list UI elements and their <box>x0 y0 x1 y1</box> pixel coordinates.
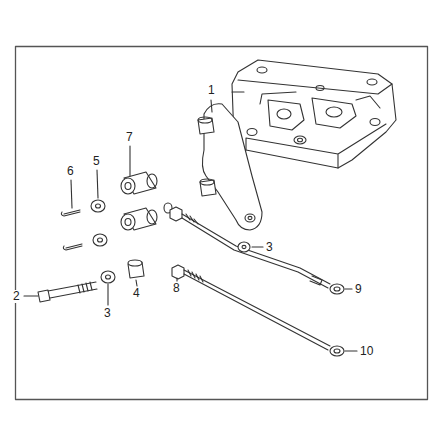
callout-number: 2 <box>12 290 21 303</box>
callout-number: 4 <box>132 287 141 300</box>
callout-number: 3 <box>103 307 112 320</box>
callout-number: 10 <box>359 345 374 358</box>
callout-number: 8 <box>172 282 181 295</box>
callout-number: 7 <box>125 131 134 144</box>
callout-number: 5 <box>92 155 101 168</box>
callout-number: 9 <box>354 283 363 296</box>
callout-number: 3 <box>265 241 274 254</box>
callout-number: 1 <box>207 84 216 97</box>
callout-number: 6 <box>66 165 75 178</box>
